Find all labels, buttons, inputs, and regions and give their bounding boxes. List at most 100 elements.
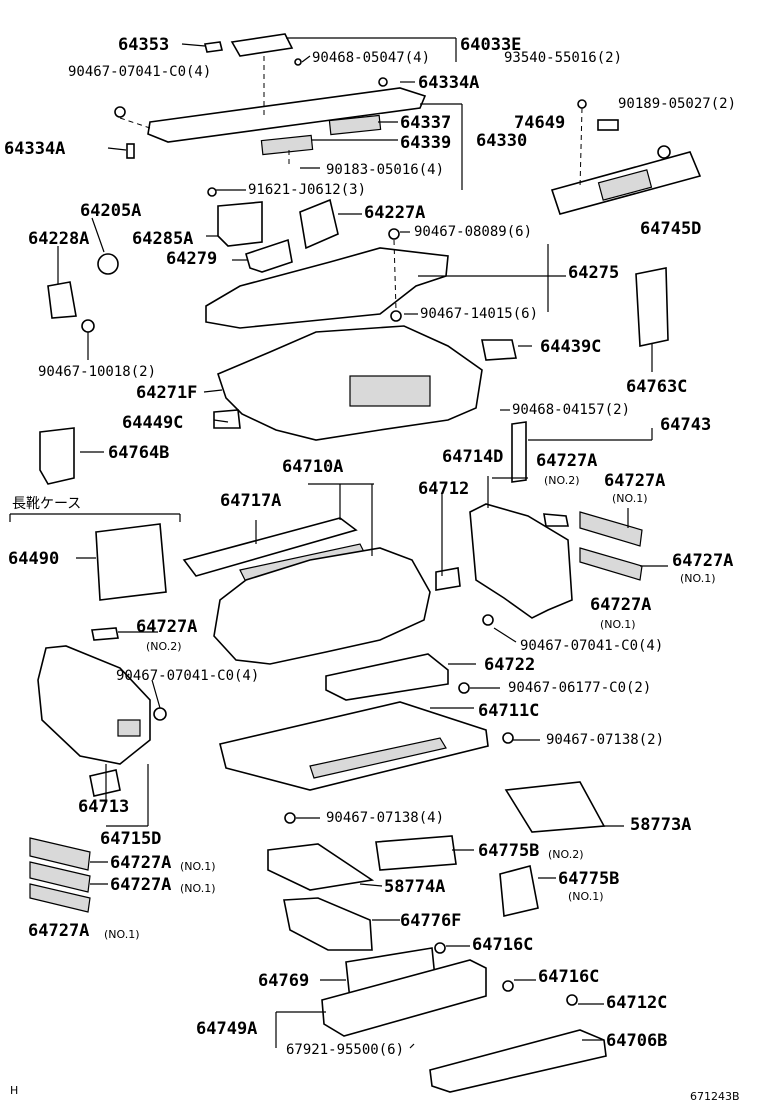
clip-90467-06177 — [458, 682, 470, 694]
pad-64713 — [89, 769, 121, 797]
carpet-inset — [349, 375, 431, 407]
clip-90467-07138-l — [284, 812, 296, 824]
back-door-trim-group — [550, 99, 702, 215]
label-90467-10018: 90467-10018(2) — [38, 364, 156, 380]
label-90189: 90189-05027(2) — [618, 96, 736, 112]
corner-mark: H — [10, 1084, 18, 1097]
clip-64716C-2 — [502, 980, 514, 992]
label-64711C: 64711C — [478, 701, 539, 721]
side-panel-64712 — [469, 503, 573, 619]
clip-90467-07041-r — [482, 614, 494, 626]
grommet-64205A — [97, 253, 119, 275]
pad-64714D — [511, 421, 527, 483]
floor-silencer-64275 — [205, 247, 449, 329]
note-no2-l: (NO.2) — [146, 640, 182, 653]
label-64490: 64490 — [8, 549, 59, 569]
bracket-group — [47, 187, 339, 333]
package-tray-trim — [147, 87, 427, 143]
pad-64727A-no1-r2 — [579, 547, 643, 581]
luggage-tray-64710A — [213, 547, 431, 665]
panel-window — [117, 719, 141, 737]
label-64764B: 64764B — [108, 443, 169, 463]
label-64279: 64279 — [166, 249, 217, 269]
pad-64727A-l3 — [29, 883, 91, 913]
scuff-plate-64706B — [429, 1029, 607, 1093]
box-64775B-no2 — [375, 835, 457, 871]
note-no1-l1: (NO.1) — [180, 860, 216, 873]
clip-91621 — [207, 187, 217, 197]
label-64713: 64713 — [78, 797, 129, 817]
note-no1-r2: (NO.1) — [680, 572, 716, 585]
label-64727A-l3: 64727A — [28, 921, 89, 941]
label-64330: 64330 — [476, 131, 527, 151]
label-90467-07138-r: 90467-07138(2) — [546, 732, 664, 748]
pad-64449C — [213, 409, 241, 429]
label-64745D: 64745D — [640, 219, 701, 239]
clip-74649 — [597, 119, 619, 131]
deck-board-stripe — [309, 737, 447, 779]
label-90467-07041-mid: 90467-07041-C0(4) — [116, 668, 259, 684]
label-64712: 64712 — [418, 479, 469, 499]
label-64227A: 64227A — [364, 203, 425, 223]
clip-64334A-left — [126, 143, 135, 159]
note-no2-r: (NO.2) — [544, 474, 580, 487]
pad-64439C — [481, 339, 517, 361]
deck-board-64711C — [219, 701, 489, 791]
label-90467-08089: 90467-08089(6) — [414, 224, 532, 240]
label-64749A: 64749A — [196, 1019, 257, 1039]
package-tray-cover — [230, 33, 294, 57]
boots-case-title: 長靴ケース — [12, 496, 81, 512]
label-64769: 64769 — [258, 971, 309, 991]
clip-90467-14015 — [390, 310, 402, 322]
label-64275: 64275 — [568, 263, 619, 283]
label-64716C-2: 64716C — [538, 967, 599, 987]
label-64715D: 64715D — [100, 829, 161, 849]
pad-64727A-no2-r — [543, 513, 569, 527]
clip-64334A-right — [378, 77, 388, 87]
label-90467-14015: 90467-14015(6) — [420, 306, 538, 322]
label-64775B-no2: 64775B — [478, 841, 539, 861]
deck-board-64722 — [325, 653, 449, 701]
label-64339: 64339 — [400, 133, 451, 153]
note-no2-b: (NO.2) — [548, 848, 584, 861]
label-67921: 67921-95500(6) — [286, 1042, 404, 1058]
label-64228A: 64228A — [28, 229, 89, 249]
bracket-64227A — [299, 198, 339, 250]
label-64776F: 64776F — [400, 911, 461, 931]
clip-64712C — [566, 994, 578, 1006]
label-64727A-l2: 64727A — [110, 875, 171, 895]
label-93540: 93540-55016(2) — [504, 50, 622, 66]
screw-93540 — [577, 99, 587, 109]
label-58773A: 58773A — [630, 815, 691, 835]
note-no1-r3: (NO.1) — [600, 618, 636, 631]
label-64449C: 64449C — [122, 413, 183, 433]
label-64334A-left: 64334A — [4, 139, 65, 159]
note-no1-r1: (NO.1) — [612, 492, 648, 505]
label-64334A-right: 64334A — [418, 73, 479, 93]
clip-90467-08089 — [388, 228, 400, 240]
label-64706B: 64706B — [606, 1031, 667, 1051]
label-90183: 90183-05016(4) — [326, 162, 444, 178]
deck-board-64717A — [182, 517, 358, 577]
label-90467-07041-right: 90467-07041-C0(4) — [520, 638, 663, 654]
label-90468-05047: 90468-05047(4) — [312, 50, 430, 66]
label-64763C: 64763C — [626, 377, 687, 397]
label-90468-04157: 90468-04157(2) — [512, 402, 630, 418]
label-64337: 64337 — [400, 113, 451, 133]
screw-90467-top — [114, 106, 126, 118]
part-labels: 64353 64033E 90468-05047(4) 93540-55016(… — [4, 35, 740, 1103]
label-64714D: 64714D — [442, 447, 503, 467]
side-panel-64715D — [37, 645, 151, 765]
note-no1-l2: (NO.1) — [180, 882, 216, 895]
label-64285A: 64285A — [132, 229, 193, 249]
pad-64727A-l1 — [29, 837, 91, 871]
panel-58773A — [504, 781, 606, 833]
diagram-id: 671243B — [690, 1090, 740, 1103]
bracket-64228A — [47, 281, 77, 319]
label-64717A: 64717A — [220, 491, 281, 511]
label-64727A-no1-r1: 64727A — [604, 471, 665, 491]
clip-64716C-1 — [434, 942, 446, 954]
package-tray-group — [114, 33, 427, 168]
clip-90467-07138-r — [502, 732, 514, 744]
